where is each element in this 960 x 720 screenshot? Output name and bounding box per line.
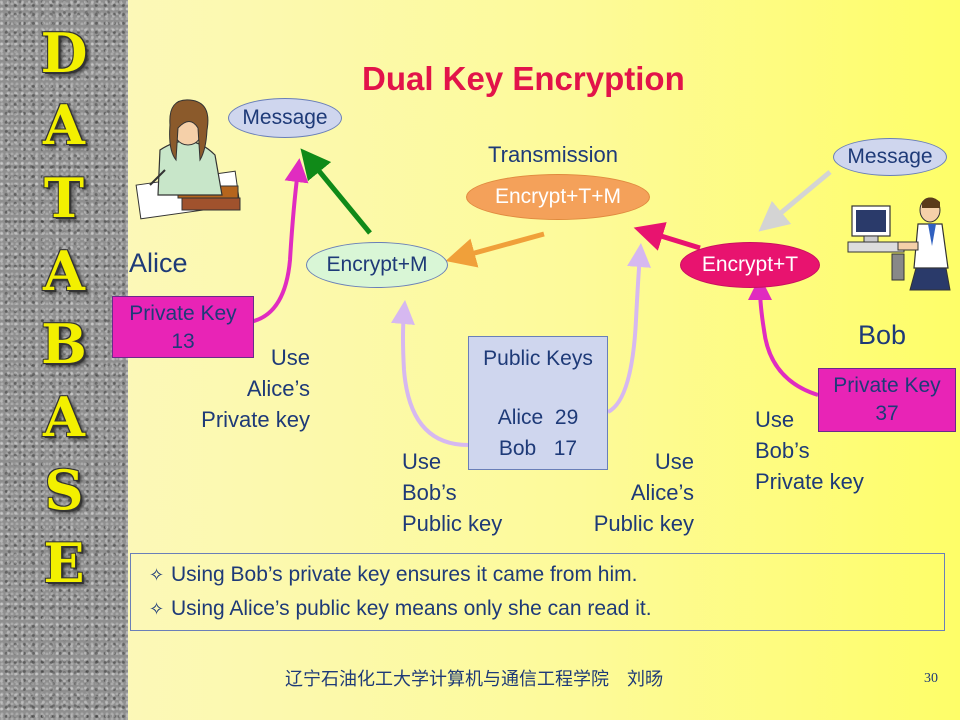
arrow-alice-public xyxy=(606,243,652,414)
note-item: ✧ Using Alice’s public key means only sh… xyxy=(149,597,652,621)
notes-box: ✧ Using Bob’s private key ensures it cam… xyxy=(130,553,945,631)
sidebar-letter: A xyxy=(43,93,85,157)
bob-private-key-value: 37 xyxy=(875,402,899,425)
sidebar-letter: T xyxy=(43,166,85,230)
public-keys-title: Public Keys xyxy=(483,347,593,370)
caption-line: Bob’s xyxy=(402,480,457,505)
alice-label: Alice xyxy=(129,248,188,278)
bob-private-key-box: Private Key 37 xyxy=(818,368,956,432)
caption-alice-private: Use Alice’s Private key xyxy=(160,342,310,435)
caption-line: Use xyxy=(402,449,442,474)
bob-figure-icon xyxy=(847,197,951,291)
message-left-node: Message xyxy=(228,98,342,138)
arrow-green xyxy=(300,148,372,235)
alice-figure-icon xyxy=(135,99,241,220)
note-text: Using Bob’s private key ensures it came … xyxy=(171,563,638,586)
encrypt-m-node: Encrypt+M xyxy=(306,242,448,288)
footer-text: 辽宁石油化工大学计算机与通信工程学院 刘旸 xyxy=(285,669,663,690)
sidebar-letter: A xyxy=(43,385,85,449)
encrypt-t-node: Encrypt+T xyxy=(680,242,820,288)
caption-line: Private key xyxy=(755,469,864,494)
public-key-bob: Bob 17 xyxy=(498,437,578,460)
alice-private-key-box: Private Key 13 xyxy=(112,296,254,358)
caption-line: Use xyxy=(755,407,795,432)
arrow-gray xyxy=(758,170,832,232)
note-text: Using Alice’s public key means only she … xyxy=(171,597,652,620)
caption-bob-private: Use Bob’s Private key xyxy=(755,404,864,497)
public-keys-box: Public Keys Alice 29 Bob 17 xyxy=(468,336,608,470)
sparkle-bullet-icon: ✧ xyxy=(149,564,165,585)
arrow-bob-private xyxy=(748,276,819,397)
public-key-alice: Alice 29 xyxy=(497,406,579,429)
transmission-label: Transmission xyxy=(488,142,618,167)
sidebar-letter: B xyxy=(41,312,87,376)
caption-line: Use xyxy=(654,449,694,474)
caption-alice-public: Use Alice’s Public key xyxy=(544,446,694,539)
caption-line: Bob’s xyxy=(755,438,810,463)
arrow-alice-private xyxy=(249,158,309,324)
caption-line: Use xyxy=(270,345,310,370)
caption-bob-public: Use Bob’s Public key xyxy=(402,446,502,539)
caption-line: Public key xyxy=(593,511,694,536)
sidebar-letter: D xyxy=(40,21,88,85)
caption-line: Public key xyxy=(402,511,503,536)
alice-private-key-title: Private Key xyxy=(129,302,237,325)
slide-title: Dual Key Encryption xyxy=(362,60,685,97)
arrow-bob-public xyxy=(391,300,469,447)
bob-private-key-title: Private Key xyxy=(833,374,941,397)
page-number: 30 xyxy=(924,671,938,686)
arrow-pink xyxy=(633,222,701,251)
sparkle-bullet-icon: ✧ xyxy=(149,598,165,619)
alice-private-key-value: 13 xyxy=(171,330,195,353)
bob-label: Bob xyxy=(858,320,907,350)
sidebar-letter: E xyxy=(43,531,85,595)
arrow-orange xyxy=(445,231,545,268)
sidebar-letter: S xyxy=(44,458,84,522)
encrypt-tm-node: Encrypt+T+M xyxy=(466,174,650,220)
caption-line: Alice’s xyxy=(246,376,310,401)
sidebar-letter: A xyxy=(43,239,85,303)
caption-line: Private key xyxy=(201,407,310,432)
caption-line: Alice’s xyxy=(630,480,694,505)
note-item: ✧ Using Bob’s private key ensures it cam… xyxy=(149,563,637,587)
sidebar: D A T A B A S E xyxy=(0,0,128,720)
message-right-node: Message xyxy=(833,138,947,176)
